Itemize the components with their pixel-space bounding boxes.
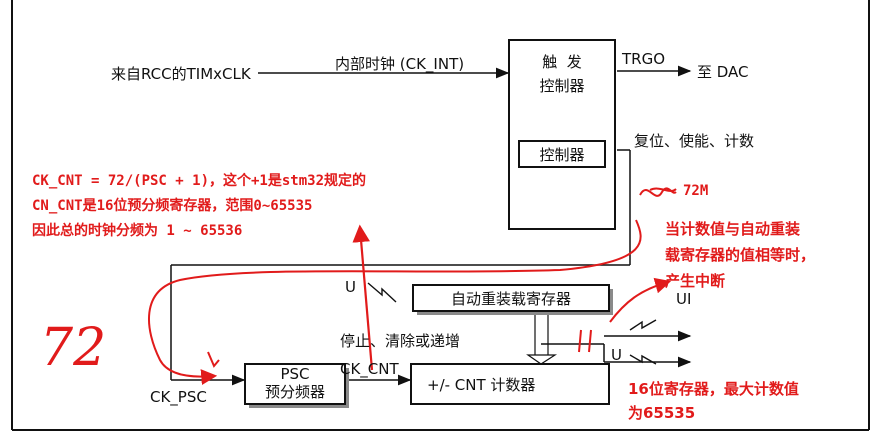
event-u-top-icon	[367, 282, 397, 303]
reset-enable-count-label: 复位、使能、计数	[634, 132, 755, 150]
counter-note-line2: 为65535	[628, 404, 696, 422]
ck-int-label: 内部时钟 (CK_INT)	[335, 55, 465, 73]
red-tick-2	[588, 329, 592, 353]
psc-block	[244, 363, 346, 405]
event-ui-icon	[629, 319, 657, 331]
trgo-label: TRGO	[622, 50, 666, 68]
auto-reload-register-block	[412, 284, 610, 312]
trigger-controller-block	[508, 39, 616, 230]
outer-border	[11, 0, 870, 431]
cnt-counter-block	[410, 363, 610, 405]
red-psc-marker	[207, 351, 220, 368]
red-tick-1	[578, 329, 582, 353]
stop-clear-increment-label: 停止、清除或递增	[340, 332, 461, 350]
trigger-controller-label: 触 发 控制器	[539, 53, 585, 95]
ui-label: UI	[676, 290, 692, 308]
freq-72m-note: 72M	[683, 183, 709, 199]
red-ck-cnt-arrow	[352, 224, 374, 371]
psc-label-line2: 预分频器	[264, 383, 325, 401]
counter-note-line1: 16位寄存器，最大计数值	[628, 380, 799, 398]
inner-controller-box	[518, 140, 606, 168]
to-dac-label: 至 DAC	[697, 63, 749, 81]
handwritten-72-note: 72	[40, 318, 107, 378]
cnt-counter-label: +/- CNT 计数器	[427, 376, 536, 394]
auto-reload-register-label: 自动重装载寄存器	[450, 290, 571, 308]
red-72m-wave	[639, 187, 677, 197]
u-bottom-label: U	[611, 346, 622, 364]
interrupt-note-line1: 当计数值与自动重装	[665, 220, 801, 238]
red-interrupt-arrow	[609, 277, 672, 323]
inner-controller-label: 控制器	[539, 146, 585, 164]
psc-label-line1: PSC	[280, 365, 310, 383]
preload-transfer-arrow	[526, 312, 558, 365]
ck-cnt-label: CK_CNT	[340, 360, 399, 378]
event-u-bottom-icon	[629, 354, 657, 365]
interrupt-note-line2: 载寄存器的值相等时，	[665, 246, 816, 264]
u-top-label: U	[345, 278, 356, 296]
interrupt-note-line3: 产生中断	[665, 272, 726, 290]
formula-note-line2: CN_CNT是16位预分频寄存器，范围0~65535	[32, 198, 313, 214]
timxclk-source-label: 来自RCC的TIMxCLK	[111, 65, 251, 83]
ck-psc-label: CK_PSC	[150, 388, 207, 406]
formula-note-line3: 因此总的时钟分频为 1 ~ 65536	[32, 223, 243, 239]
formula-note-line1: CK_CNT = 72/(PSC + 1)，这个+1是stm32规定的	[32, 173, 367, 189]
